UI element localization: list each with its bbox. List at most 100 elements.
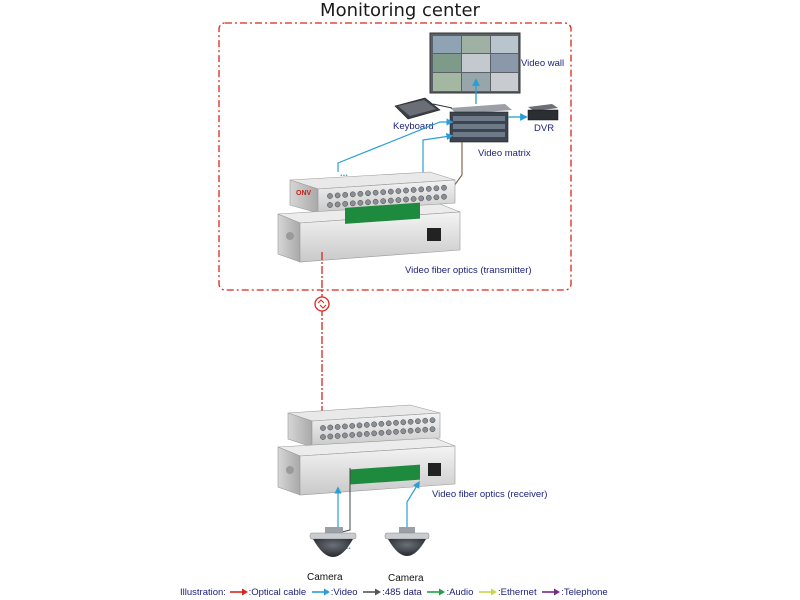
bnc-port-icon bbox=[371, 430, 377, 437]
legend-item-label: :Video bbox=[330, 587, 361, 598]
bnc-port-icon bbox=[349, 191, 356, 198]
legend-arrow-icon bbox=[479, 588, 498, 596]
bnc-port-icon bbox=[425, 186, 432, 192]
keyboard-to-matrix-line bbox=[432, 103, 453, 109]
keyboard-device bbox=[394, 97, 441, 120]
bnc-port-icon bbox=[349, 423, 356, 429]
transmitter-lower-chassis bbox=[277, 202, 461, 263]
bnc-port-icon bbox=[410, 187, 417, 193]
bnc-port-icon bbox=[378, 420, 385, 427]
bnc-port-icon bbox=[334, 192, 341, 199]
bnc-port-icon bbox=[415, 418, 421, 425]
bnc-port-icon bbox=[429, 426, 436, 433]
receiver-label: Video fiber optics (receiver) bbox=[432, 489, 547, 500]
video-matrix-device bbox=[449, 104, 512, 143]
bnc-port-icon bbox=[372, 198, 379, 205]
bnc-port-icon bbox=[342, 432, 348, 439]
page-title: Monitoring center bbox=[320, 0, 480, 21]
transmitter-port-row bbox=[327, 184, 447, 208]
video-line-transmitter-to-matrix-1 bbox=[337, 118, 454, 172]
bnc-port-icon bbox=[400, 428, 407, 435]
bnc-port-icon bbox=[407, 418, 414, 425]
bnc-port-icon bbox=[327, 424, 334, 431]
keyboard-label: Keyboard bbox=[393, 121, 434, 132]
bnc-port-icon bbox=[356, 422, 363, 429]
legend-item-label: :485 data bbox=[382, 587, 425, 598]
bnc-port-icon bbox=[342, 423, 348, 430]
bnc-port-icon bbox=[441, 193, 447, 200]
monitoring-center-frame bbox=[218, 22, 572, 291]
transmitter-label: Video fiber optics (transmitter) bbox=[405, 265, 532, 276]
legend-item-label: :Ethernet bbox=[498, 587, 540, 598]
bnc-port-icon bbox=[342, 192, 349, 198]
bnc-port-icon bbox=[395, 197, 402, 203]
legend-item: :Ethernet bbox=[478, 587, 539, 598]
bnc-port-icon bbox=[385, 420, 392, 427]
bnc-port-icon bbox=[371, 421, 377, 428]
bnc-port-icon bbox=[342, 201, 349, 207]
bnc-port-icon bbox=[429, 417, 436, 424]
bnc-port-icon bbox=[387, 188, 394, 195]
bnc-port-icon bbox=[395, 188, 402, 194]
optical-cable-connector-icon bbox=[314, 296, 330, 312]
bnc-port-icon bbox=[433, 185, 440, 192]
legend-item: :Video bbox=[311, 587, 360, 598]
bnc-port-icon bbox=[363, 422, 370, 428]
bnc-port-icon bbox=[334, 201, 341, 208]
bnc-port-icon bbox=[334, 433, 341, 439]
legend: Illustration: :Optical cable :Video :485… bbox=[180, 587, 610, 598]
legend-item-label: :Optical cable bbox=[248, 587, 309, 598]
bnc-port-icon bbox=[385, 429, 392, 436]
bnc-port-icon bbox=[425, 195, 432, 201]
legend-arrow-icon bbox=[363, 588, 382, 596]
camera-1-label: Camera bbox=[307, 572, 343, 583]
bnc-port-icon bbox=[356, 431, 363, 438]
dome-camera-icon-1 bbox=[309, 527, 357, 557]
video-matrix-label: Video matrix bbox=[478, 148, 531, 159]
bnc-port-icon bbox=[363, 431, 370, 437]
legend-item: :485 data bbox=[362, 587, 424, 598]
bnc-port-icon bbox=[380, 189, 387, 195]
bnc-port-icon bbox=[400, 419, 407, 426]
bnc-port-icon bbox=[380, 198, 387, 204]
bnc-port-icon bbox=[422, 426, 429, 433]
bnc-port-icon bbox=[357, 190, 364, 197]
brand-logo-top: ONV bbox=[296, 190, 312, 197]
legend-item: :Audio bbox=[426, 587, 476, 598]
video-dots-top: ... bbox=[340, 168, 348, 179]
bnc-port-icon bbox=[327, 433, 334, 440]
bnc-port-icon bbox=[407, 427, 414, 434]
dvr-device bbox=[527, 104, 559, 121]
receiver-lower-chassis bbox=[277, 437, 456, 496]
legend-item-label: :Audio bbox=[446, 587, 477, 598]
bnc-port-icon bbox=[393, 419, 399, 426]
bnc-port-icon bbox=[320, 425, 326, 431]
bnc-port-icon bbox=[349, 432, 356, 438]
legend-arrow-icon bbox=[427, 588, 446, 596]
legend-item: :Optical cable bbox=[229, 587, 309, 598]
bnc-port-icon bbox=[422, 417, 429, 424]
camera-2-label: Camera bbox=[388, 573, 424, 584]
dvr-label: DVR bbox=[534, 123, 554, 134]
bnc-port-icon bbox=[334, 424, 341, 430]
video-wall bbox=[429, 32, 521, 94]
legend-item-label: :Telephone bbox=[561, 587, 608, 598]
legend-arrow-icon bbox=[542, 588, 561, 596]
bnc-port-icon bbox=[403, 196, 409, 203]
video-line-camera2-to-receiver bbox=[406, 480, 420, 532]
bnc-port-icon bbox=[441, 184, 447, 191]
bnc-port-icon bbox=[327, 193, 333, 199]
bnc-port-icon bbox=[365, 199, 371, 206]
bnc-port-icon bbox=[410, 196, 417, 202]
bnc-port-icon bbox=[327, 202, 333, 208]
bnc-port-icon bbox=[418, 195, 425, 202]
bnc-port-icon bbox=[418, 186, 425, 193]
bnc-port-icon bbox=[415, 427, 421, 434]
legend-arrow-icon bbox=[229, 588, 248, 596]
bnc-port-icon bbox=[403, 187, 409, 194]
legend-item: :Telephone bbox=[541, 587, 608, 598]
bnc-port-icon bbox=[357, 199, 364, 206]
bnc-port-icon bbox=[378, 429, 385, 436]
bnc-port-icon bbox=[387, 197, 394, 204]
